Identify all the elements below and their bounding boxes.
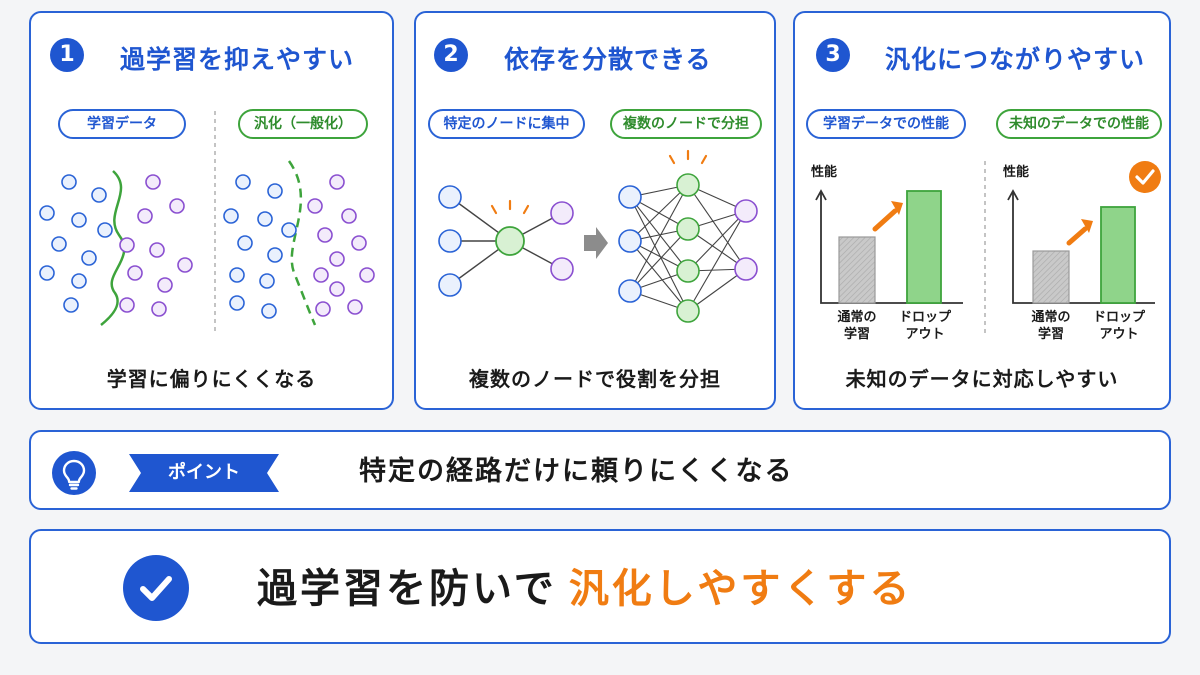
card-title: 依存を分散できる — [504, 45, 712, 74]
up-arrow-icon — [872, 201, 903, 232]
conclusion-accent: 汎化しやすくする — [568, 566, 913, 612]
conclusion-banner: 過学習を防いで汎化しやすくする — [29, 529, 1171, 644]
card-number-badge: 3 — [816, 38, 850, 72]
training-purple-points — [119, 174, 193, 317]
input-nodes-right — [618, 185, 642, 303]
check-badge-icon — [1129, 161, 1161, 193]
conclusion-text: 過学習を防いで汎化しやすくする — [257, 564, 912, 614]
check-icon — [123, 555, 189, 621]
bar-normal-unseen — [1032, 250, 1070, 304]
bar-label-dropout: ドロップ アウト — [898, 310, 951, 342]
bar-label-normal: 通常の 学習 — [837, 310, 877, 342]
bar-dropout-training — [906, 190, 942, 304]
general-blue-points — [223, 174, 297, 319]
bar-normal-training — [838, 236, 876, 304]
training-data-pill: 学習データ — [58, 109, 186, 139]
highlight-rays-right — [668, 149, 708, 165]
card-title: 汎化につながりやすい — [885, 45, 1146, 74]
card-distribute-dependency: 2 依存を分散できる 特定のノードに集中 複数のノードで分担 — [414, 11, 776, 410]
y-axis-label-left: 性能 — [811, 165, 838, 180]
bar-label-dropout: ドロップ アウト — [1092, 310, 1145, 342]
generalized-boundary — [287, 160, 317, 326]
bar-label-normal: 通常の 学習 — [1031, 310, 1071, 342]
highlight-rays — [490, 199, 530, 215]
bar-dropout-unseen — [1100, 206, 1136, 304]
unseen-performance-pill: 未知のデータでの性能 — [996, 109, 1162, 139]
card-overfitting: 1 過学習を抑えやすい 学習データ 汎化（一般化） — [29, 11, 394, 410]
performance-bar-comparison — [815, 161, 1161, 335]
conclusion-main: 過学習を防いで — [257, 566, 557, 612]
y-axis-label-right: 性能 — [1003, 165, 1030, 180]
training-blue-points — [39, 174, 113, 313]
lightbulb-icon — [52, 451, 96, 495]
overfit-boundary — [100, 170, 126, 326]
card-caption: 未知のデータに対応しやすい — [845, 367, 1119, 391]
point-text: 特定の経路だけに頼りにくくなる — [359, 456, 794, 487]
card-caption: 学習に偏りにくくなる — [106, 367, 317, 391]
input-nodes-left — [438, 185, 462, 297]
up-arrow-icon — [1066, 219, 1093, 246]
point-tag: ポイント — [129, 454, 279, 492]
shared-nodes-pill: 複数のノードで分担 — [610, 109, 762, 139]
distributed-edges — [629, 184, 747, 312]
concentrated-node-pill: 特定のノードに集中 — [428, 109, 585, 139]
arrow-right-icon — [584, 227, 608, 259]
card-caption: 複数のノードで役割を分担 — [469, 367, 721, 391]
general-purple-points — [307, 174, 375, 317]
card-number-badge: 1 — [50, 38, 84, 72]
output-nodes-right — [734, 199, 758, 281]
point-banner: ポイント 特定の経路だけに頼りにくくなる — [29, 430, 1171, 510]
decision-boundary-diagram — [39, 111, 375, 335]
card-number-badge: 2 — [434, 38, 468, 72]
generalization-pill: 汎化（一般化） — [238, 109, 368, 139]
card-title: 過学習を抑えやすい — [120, 45, 355, 74]
concentrated-node — [495, 226, 525, 256]
hidden-nodes-right — [676, 173, 700, 323]
training-performance-pill: 学習データでの性能 — [806, 109, 966, 139]
card-generalization: 3 汎化につながりやすい 学習データでの性能 未知のデータでの性能 — [793, 11, 1171, 410]
output-nodes-left — [550, 201, 574, 281]
node-network-diagram — [438, 149, 758, 323]
